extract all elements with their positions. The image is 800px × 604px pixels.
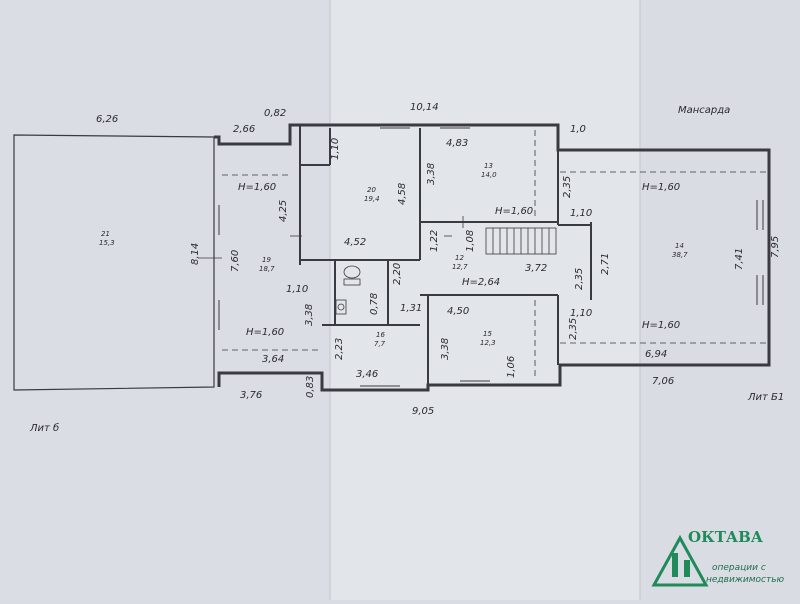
dim-label: 1,10 <box>570 308 592 319</box>
dim-label: 1,31 <box>400 303 422 314</box>
room-15-number: 15 <box>483 330 492 338</box>
room-16-area: 7,7 <box>374 340 386 348</box>
dim-label: 2,66 <box>233 124 255 135</box>
lit-label-left: Лит б <box>29 422 59 434</box>
dim-label: 7,95 <box>770 236 781 258</box>
sink-icon <box>335 299 347 315</box>
height-label: H=1,60 <box>642 320 680 331</box>
dim-label: 3,38 <box>440 338 451 360</box>
dim-label: 6,94 <box>645 349 667 360</box>
dim-label: 3,38 <box>304 304 315 326</box>
dim-label: 3,76 <box>240 390 262 401</box>
height-label: H=1,60 <box>238 182 276 193</box>
dim-label: 2,35 <box>562 176 573 198</box>
dim-label: 4,25 <box>278 200 289 222</box>
room-12-area: 12,7 <box>452 263 468 271</box>
dim-label: 7,06 <box>652 376 674 387</box>
dim-label: 1,08 <box>465 230 476 252</box>
stair-icon <box>485 227 557 255</box>
height-label: H=2,64 <box>462 277 500 288</box>
logo-triangle-icon <box>651 534 709 587</box>
logo-pillar-icon <box>684 560 690 577</box>
room-19-number: 19 <box>262 256 271 264</box>
dim-label: 3,46 <box>356 369 378 380</box>
room-20-number: 20 <box>367 186 376 194</box>
vertical-dimension-labels: 1,10 4,58 3,38 2,35 4,25 8,14 7,60 3,38 … <box>190 138 781 398</box>
dim-label: 1,10 <box>286 284 308 295</box>
dim-label: 7,41 <box>734 248 745 270</box>
room-15-area: 12,3 <box>480 339 496 347</box>
dim-label: 10,14 <box>410 102 439 113</box>
paper-sheet-right <box>640 0 800 600</box>
dim-label: 1,0 <box>570 124 586 135</box>
logo-name: ОКТАВА <box>688 528 764 546</box>
dim-label: 0,78 <box>369 293 380 315</box>
dim-label: 7,60 <box>230 250 241 272</box>
room-21-number: 21 <box>101 230 110 238</box>
dim-label: 1,06 <box>506 356 517 378</box>
interior-walls <box>299 125 592 385</box>
room-14-number: 14 <box>675 242 684 250</box>
company-logo: ОКТАВА операции с недвижимостью <box>651 528 785 587</box>
dim-label: 8,14 <box>190 243 201 265</box>
dim-label: 4,50 <box>447 306 469 317</box>
window-marks <box>213 123 764 391</box>
dim-label: 4,83 <box>446 138 468 149</box>
paper-sheet-middle <box>330 0 640 600</box>
dim-label: 1,10 <box>330 138 341 160</box>
floor-label: Мансарда <box>678 105 730 116</box>
paper-sheet-left <box>0 0 330 600</box>
logo-tagline-2: недвижимостью <box>706 575 785 585</box>
dim-label: 9,05 <box>412 406 434 417</box>
dim-label: 3,72 <box>525 263 547 274</box>
dim-label: 3,38 <box>426 163 437 185</box>
room-16-number: 16 <box>376 331 385 339</box>
height-label: H=1,60 <box>642 182 680 193</box>
height-label: H=1,60 <box>246 327 284 338</box>
dim-label: 3,64 <box>262 354 284 365</box>
room-21-outline <box>13 134 215 391</box>
dim-label: 4,52 <box>344 237 366 248</box>
outer-wall <box>214 123 771 392</box>
height-labels: H=1,60 H=1,60 H=1,60 H=1,60 H=1,60 H=2,6… <box>238 182 680 338</box>
room-21-area: 15,3 <box>99 239 115 247</box>
dimension-ticks <box>198 216 464 259</box>
dimension-labels: 6,26 0,82 2,66 10,14 1,0 4,52 4,83 1,10 … <box>96 102 674 417</box>
dim-label: 1,10 <box>570 208 592 219</box>
toilet-icon <box>343 265 361 286</box>
room-19-area: 18,7 <box>259 265 275 273</box>
lit-label-right: Лит Б1 <box>747 392 784 403</box>
dim-label: 0,83 <box>305 376 316 398</box>
room-labels: 21 15,3 19 18,7 20 19,4 13 14,0 12 12,7 … <box>99 162 688 348</box>
height-limit-lines <box>222 130 766 380</box>
room-13-number: 13 <box>484 162 493 170</box>
room-20-area: 19,4 <box>364 195 380 203</box>
room-12-number: 12 <box>455 254 464 262</box>
dim-label: 2,23 <box>334 338 345 360</box>
room-13-area: 14,0 <box>481 171 497 179</box>
dim-label: 4,58 <box>397 183 408 205</box>
height-label: H=1,60 <box>495 206 533 217</box>
dim-label: 1,22 <box>429 230 440 252</box>
dim-label: 2,20 <box>392 263 403 285</box>
dim-label: 0,82 <box>264 108 286 119</box>
logo-tagline-1: операции с <box>712 563 766 573</box>
logo-pillar-icon <box>672 553 678 577</box>
dim-label: 2,71 <box>600 253 611 275</box>
dim-label: 2,35 <box>574 268 585 290</box>
room-14-area: 38,7 <box>672 251 688 259</box>
dim-label: 6,26 <box>96 114 118 125</box>
dim-label: 2,35 <box>568 318 579 340</box>
